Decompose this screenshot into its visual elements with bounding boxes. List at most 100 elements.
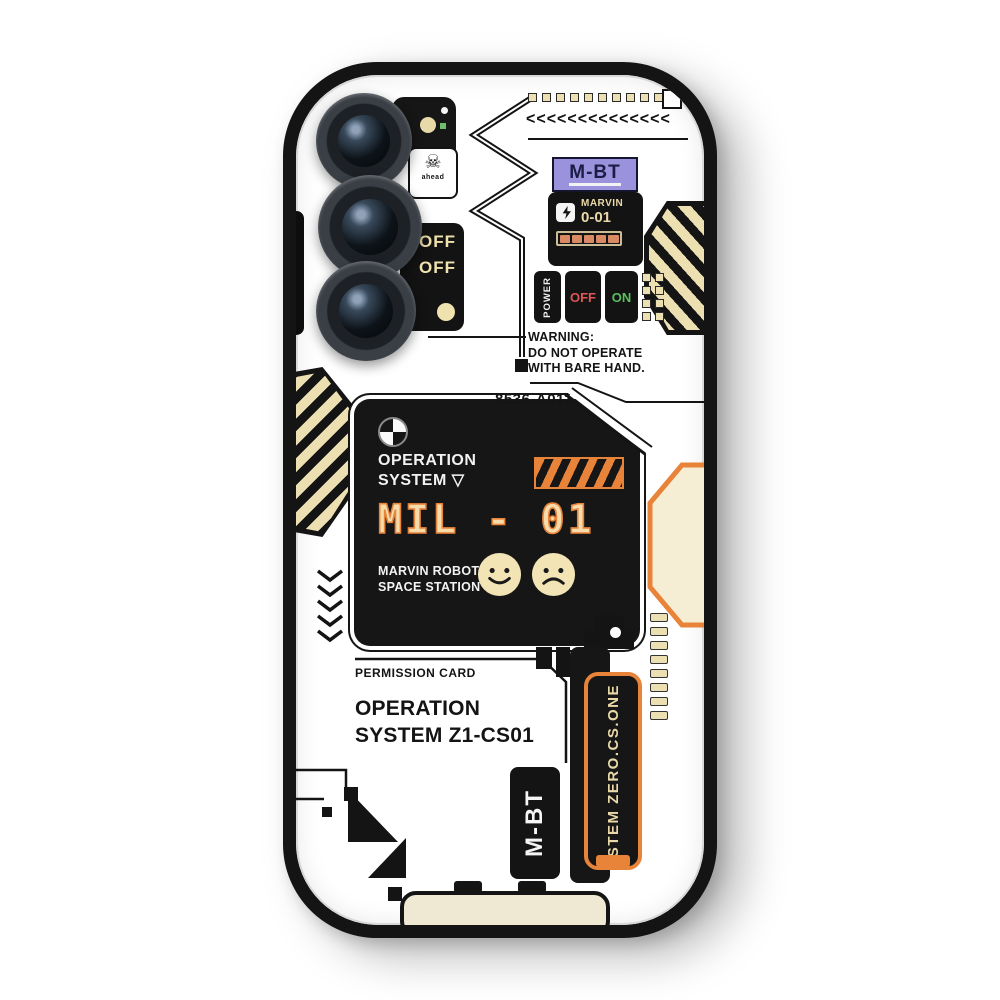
mbt-badge-label: M-BT bbox=[569, 162, 621, 187]
square-dot bbox=[612, 93, 621, 102]
battery-indicator-icon bbox=[556, 231, 622, 247]
warning-line: WARNING: bbox=[528, 330, 595, 344]
battery-segment bbox=[596, 234, 607, 243]
caption-line: MARVIN ROBOT bbox=[378, 564, 480, 578]
cream-segment-column bbox=[650, 613, 668, 720]
square-dot bbox=[570, 93, 579, 102]
zigzag-end-square bbox=[515, 359, 528, 372]
hazard-stripes bbox=[296, 372, 353, 532]
zigzag-line bbox=[468, 94, 539, 357]
battery-segment bbox=[583, 234, 595, 243]
white-dot-icon bbox=[441, 107, 448, 114]
square-dot bbox=[584, 93, 593, 102]
cream-segment bbox=[650, 711, 668, 720]
hazard-stripes-top-right bbox=[644, 201, 704, 335]
operation-system-panel: OPERATION SYSTEM ▽ MIL - 01 MARVIN ROBOT… bbox=[354, 391, 648, 646]
square-dot bbox=[598, 93, 607, 102]
roundel-target-icon bbox=[378, 417, 408, 447]
battery-segment bbox=[571, 234, 582, 243]
cream-segment bbox=[650, 683, 668, 692]
cream-segment bbox=[650, 613, 668, 622]
panel-tab bbox=[536, 647, 552, 669]
chevron-column-icon bbox=[316, 569, 344, 643]
square-dot bbox=[655, 299, 664, 308]
cream-segment bbox=[650, 627, 668, 636]
square-dot bbox=[626, 93, 635, 102]
marvin-row: MARVIN 0-01 bbox=[556, 198, 637, 225]
cream-segment bbox=[650, 669, 668, 678]
operation-system-text: OPERATION SYSTEM Z1-CS01 bbox=[355, 695, 534, 749]
mbt-badge: M-BT bbox=[552, 157, 638, 192]
serial-number: 8536-A011 bbox=[495, 391, 573, 408]
cream-segment bbox=[650, 641, 668, 650]
square-dot bbox=[642, 273, 651, 282]
square-dot bbox=[642, 312, 651, 321]
camera-lens bbox=[316, 261, 416, 361]
off-text: OFF bbox=[419, 232, 456, 251]
hexagon-shape bbox=[647, 462, 704, 628]
happy-face-icon bbox=[477, 552, 522, 597]
hazard-stripes-left bbox=[296, 367, 358, 537]
green-dot-icon bbox=[440, 123, 446, 129]
power-label-box: POWER bbox=[534, 271, 561, 323]
cream-segment bbox=[650, 655, 668, 664]
assembly-orange-foot bbox=[596, 855, 630, 867]
phone-case: ☠ ahead OFF OFF bbox=[283, 62, 717, 938]
panel-caption: MARVIN ROBOT SPACE STATION bbox=[378, 563, 481, 595]
battery-segment bbox=[608, 234, 619, 243]
lens-glass bbox=[338, 115, 390, 167]
orange-hazard-stripes-icon bbox=[534, 457, 624, 489]
sad-face-icon bbox=[531, 552, 576, 597]
bottom-tab bbox=[454, 881, 482, 893]
warning-line: DO NOT OPERATE bbox=[528, 345, 643, 360]
mbt-vertical-badge: M-BT bbox=[510, 767, 560, 879]
triangle-shape bbox=[368, 838, 406, 878]
cream-circle-icon bbox=[437, 303, 455, 321]
square-dot bbox=[655, 312, 664, 321]
square-dot bbox=[655, 273, 664, 282]
power-label: POWER bbox=[542, 276, 553, 318]
square-dot bbox=[642, 299, 651, 308]
assembly-dot-icon bbox=[608, 625, 623, 640]
bottom-step-square bbox=[388, 887, 402, 901]
circuit-line bbox=[296, 768, 348, 787]
stem-vertical-label: STEM ZERO.CS.ONE bbox=[604, 684, 622, 858]
battery-segment bbox=[559, 234, 570, 243]
case-design: ☠ ahead OFF OFF bbox=[296, 75, 704, 925]
square-dots-row bbox=[528, 93, 663, 102]
os-bottom-line: SYSTEM Z1-CS01 bbox=[355, 724, 535, 747]
bottom-cream-bar bbox=[400, 891, 610, 925]
circuit-square bbox=[322, 807, 332, 817]
panel-tab bbox=[556, 647, 570, 677]
ahead-badge: ☠ ahead bbox=[408, 147, 458, 199]
model-name: MIL - 01 bbox=[377, 496, 595, 544]
off-text: OFF bbox=[419, 258, 456, 277]
os-title: OPERATION SYSTEM ▽ bbox=[378, 451, 476, 491]
os-bottom-line: OPERATION bbox=[355, 697, 481, 720]
square-dot bbox=[655, 286, 664, 295]
outlined-square-icon bbox=[662, 89, 682, 109]
os-title-line: OPERATION bbox=[378, 452, 477, 469]
marvin-name: MARVIN bbox=[581, 198, 624, 209]
camera-lens bbox=[316, 93, 412, 189]
off-switch-box: OFF bbox=[565, 271, 601, 323]
marvin-texts: MARVIN 0-01 bbox=[581, 198, 624, 225]
chevrons-row-icon: <<<<<<<<<<<<<< bbox=[526, 110, 671, 129]
square-dot bbox=[642, 286, 651, 295]
cream-segment bbox=[650, 697, 668, 706]
ahead-text: ahead bbox=[421, 174, 445, 181]
off-label: OFF bbox=[570, 289, 596, 305]
warning-line: WITH BARE HAND. bbox=[528, 361, 645, 375]
square-dot bbox=[542, 93, 551, 102]
caption-line: SPACE STATION bbox=[378, 580, 481, 594]
mbt-vertical-label: M-BT bbox=[521, 789, 548, 857]
on-switch-box: ON bbox=[605, 271, 638, 323]
bottom-tab bbox=[518, 881, 546, 893]
square-dot bbox=[528, 93, 537, 102]
on-label: ON bbox=[611, 289, 632, 305]
lens-glass bbox=[339, 284, 393, 338]
warning-text: WARNING: DO NOT OPERATE WITH BARE HAND. bbox=[528, 330, 645, 377]
cream-dot-icon bbox=[420, 117, 436, 133]
square-dot bbox=[640, 93, 649, 102]
